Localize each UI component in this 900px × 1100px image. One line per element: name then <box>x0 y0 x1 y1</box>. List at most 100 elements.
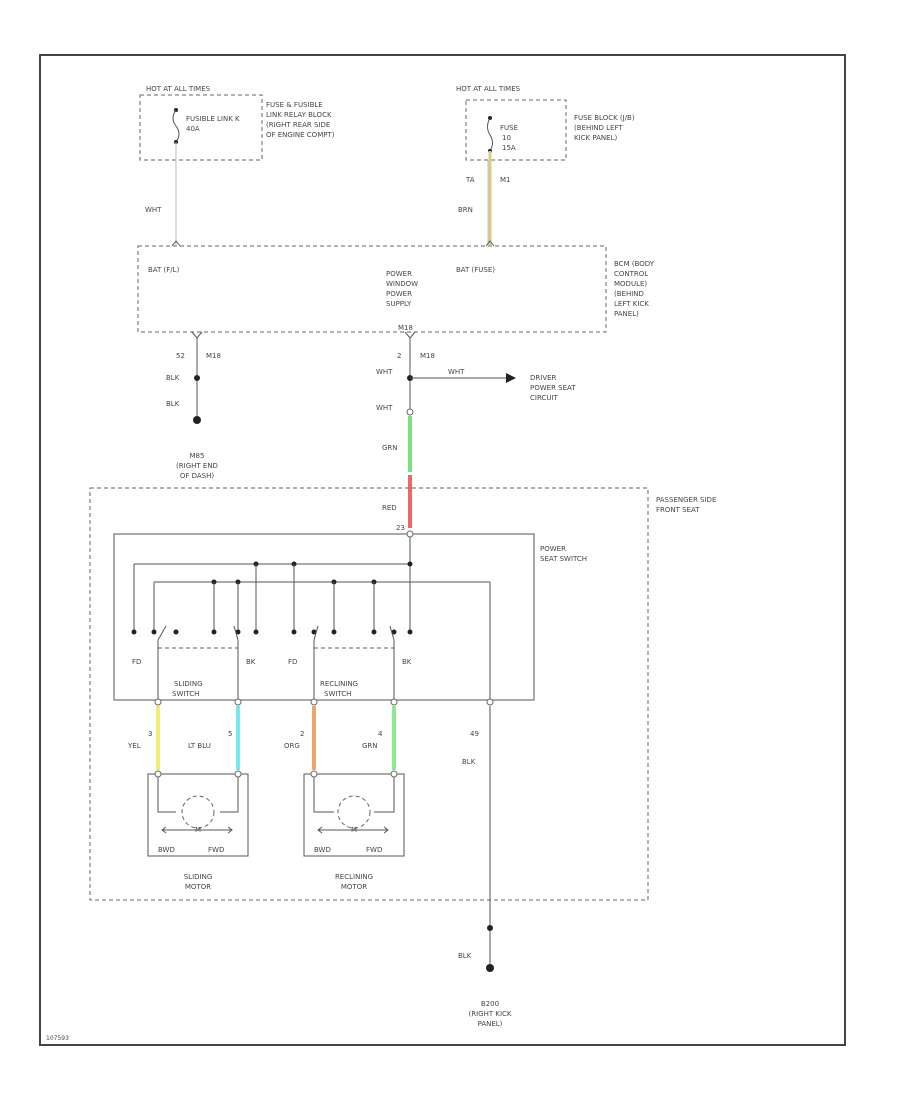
fuse-block-engine-2: LINK RELAY BLOCK <box>266 111 332 119</box>
fusible-link-box <box>139 94 263 161</box>
wire-wht-right: WHT <box>448 368 465 376</box>
wire-blk-3: BLK <box>462 758 476 766</box>
hot-at-all-times-right: HOT AT ALL TIMES <box>456 85 521 93</box>
reclining-motor-fwd: FWD <box>366 846 382 854</box>
power-seat-switch-box <box>113 533 535 701</box>
bcm-m18-label: M18 <box>398 324 413 332</box>
reclining-switch-1: RECLINING <box>320 680 358 688</box>
driver-seat-3: CIRCUIT <box>530 394 559 402</box>
diagram-frame <box>39 54 846 1046</box>
pin-5: 5 <box>228 730 232 738</box>
sliding-motor-2: MOTOR <box>185 883 211 891</box>
driver-seat-arrow <box>506 373 516 383</box>
fuse-number: 10 <box>502 134 511 142</box>
ground-b200-2: (RIGHT KICK <box>469 1010 512 1018</box>
pin-conn-5 <box>234 698 242 706</box>
sliding-switch-1: SLIDING <box>174 680 203 688</box>
power-window-4: SUPPLY <box>386 300 412 308</box>
wire-52: 52 <box>176 352 185 360</box>
fd-2: FD <box>288 658 297 666</box>
fd-1: FD <box>132 658 141 666</box>
wire-blk-4: BLK <box>458 952 472 960</box>
reclining-motor-pin-left <box>310 770 318 778</box>
bcm-label-1: BCM (BODY <box>614 260 655 268</box>
fuse-block-engine-4: OF ENGINE COMPT) <box>266 131 335 139</box>
reclining-switch-2: SWITCH <box>324 690 351 698</box>
sliding-switch-2: SWITCH <box>172 690 199 698</box>
connector-23 <box>406 530 414 538</box>
power-seat-switch-2: SEAT SWITCH <box>540 555 587 563</box>
wire-blk-2: BLK <box>166 400 180 408</box>
ground-b200-3: PANEL) <box>478 1020 503 1028</box>
pin-2: 2 <box>300 730 304 738</box>
reclining-motor-wiring <box>313 777 395 813</box>
wire-m18-a: M18 <box>206 352 221 360</box>
fuse-block-engine-1: FUSE & FUSIBLE <box>266 101 323 109</box>
reference-code: 107593 <box>46 1035 69 1042</box>
wire-org-label: ORG <box>284 742 300 750</box>
contact-410 <box>407 629 413 635</box>
splice-dot-b200 <box>487 925 493 931</box>
wire-ta: TA <box>465 176 475 184</box>
contact-238 <box>235 629 241 635</box>
pin-conn-4 <box>390 698 398 706</box>
wire-red-label: RED <box>382 504 397 512</box>
sliding-motor-symbol <box>181 795 215 829</box>
pin-conn-2 <box>310 698 318 706</box>
passenger-seat-box <box>89 487 649 901</box>
bcm-pin-bottom-left <box>191 331 203 339</box>
ground-m85-2: (RIGHT END <box>176 462 218 470</box>
reclining-motor-2: MOTOR <box>341 883 367 891</box>
bcm-label-3: MODULE) <box>614 280 647 288</box>
ground-m85-3: OF DASH) <box>180 472 215 480</box>
contact-256 <box>253 629 259 635</box>
bat-fuse: BAT (FUSE) <box>456 266 495 274</box>
passenger-seat-1: PASSENGER SIDE <box>656 496 716 504</box>
reclining-motor-symbol <box>337 795 371 829</box>
sliding-motor-pin-right <box>234 770 242 778</box>
fuse-amp: 15A <box>502 144 516 152</box>
driver-seat-1: DRIVER <box>530 374 557 382</box>
bcm-pin-bottom-mid <box>404 331 416 339</box>
sliding-motor-fwd: FWD <box>208 846 224 854</box>
splice-dot-left <box>194 375 200 381</box>
ground-b200-symbol <box>486 964 494 972</box>
reclining-motor-1: RECLINING <box>335 873 373 881</box>
bcm-label-2: CONTROL <box>614 270 648 278</box>
sliding-motor-1: SLIDING <box>184 873 213 881</box>
contact-334 <box>331 629 337 635</box>
wire-ltblu-label: LT BLU <box>188 742 211 750</box>
wire-wht-mid: WHT <box>376 368 393 376</box>
bcm-label-5: LEFT KICK <box>614 300 649 308</box>
pin-conn-3 <box>154 698 162 706</box>
contact-394 <box>391 629 397 635</box>
fuse-label: FUSE <box>500 124 518 132</box>
fuse-block-box <box>465 99 567 161</box>
fuse-block-engine-3: (RIGHT REAR SIDE <box>266 121 330 129</box>
wire-blk-1: BLK <box>166 374 180 382</box>
pin-49: 49 <box>470 730 479 738</box>
bk-2: BK <box>402 658 412 666</box>
contact-214 <box>211 629 217 635</box>
driver-seat-2: POWER SEAT <box>530 384 576 392</box>
bus-dot-3 <box>407 561 413 567</box>
sliding-motor-box <box>147 773 249 857</box>
arm-sliding-bk <box>233 625 239 641</box>
pin-4: 4 <box>378 730 383 738</box>
wire-brn: BRN <box>458 206 473 214</box>
fusible-link-label: FUSIBLE LINK K <box>186 115 240 123</box>
fuse-block-left-2: (BEHIND LEFT <box>574 124 623 132</box>
bcm-label-4: (BEHIND <box>614 290 644 298</box>
wire-yel-label: YEL <box>127 742 141 750</box>
fusible-link-symbol <box>172 109 180 143</box>
wire-wht-top: WHT <box>145 206 162 214</box>
pin-conn-49 <box>486 698 494 706</box>
fuse-symbol <box>487 117 493 152</box>
sliding-motor-wiring <box>157 777 239 813</box>
reclining-motor-arrow <box>317 826 389 834</box>
ground-b200-1: B200 <box>481 1000 499 1008</box>
wire-grn-label: GRN <box>382 444 398 452</box>
power-window-1: POWER <box>386 270 412 278</box>
power-seat-switch-1: POWER <box>540 545 566 553</box>
